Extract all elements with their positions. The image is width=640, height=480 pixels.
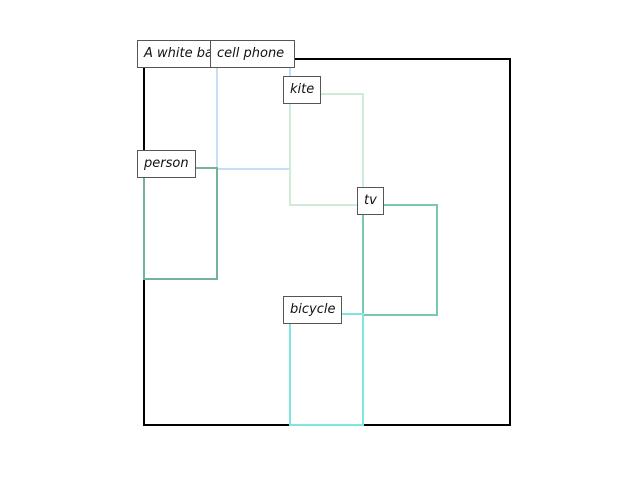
region-label-bicycle: bicycle (283, 296, 343, 324)
region-box-kite (289, 93, 364, 206)
region-label-cell-phone: cell phone (210, 40, 295, 68)
region-box-bicycle (289, 313, 364, 426)
region-label-tv: tv (357, 187, 384, 215)
region-box-person (143, 167, 218, 280)
region-box-cell-phone (216, 58, 291, 170)
region-label-person: person (137, 150, 196, 178)
region-box-tv (362, 204, 438, 316)
region-label-kite: kite (283, 76, 322, 104)
